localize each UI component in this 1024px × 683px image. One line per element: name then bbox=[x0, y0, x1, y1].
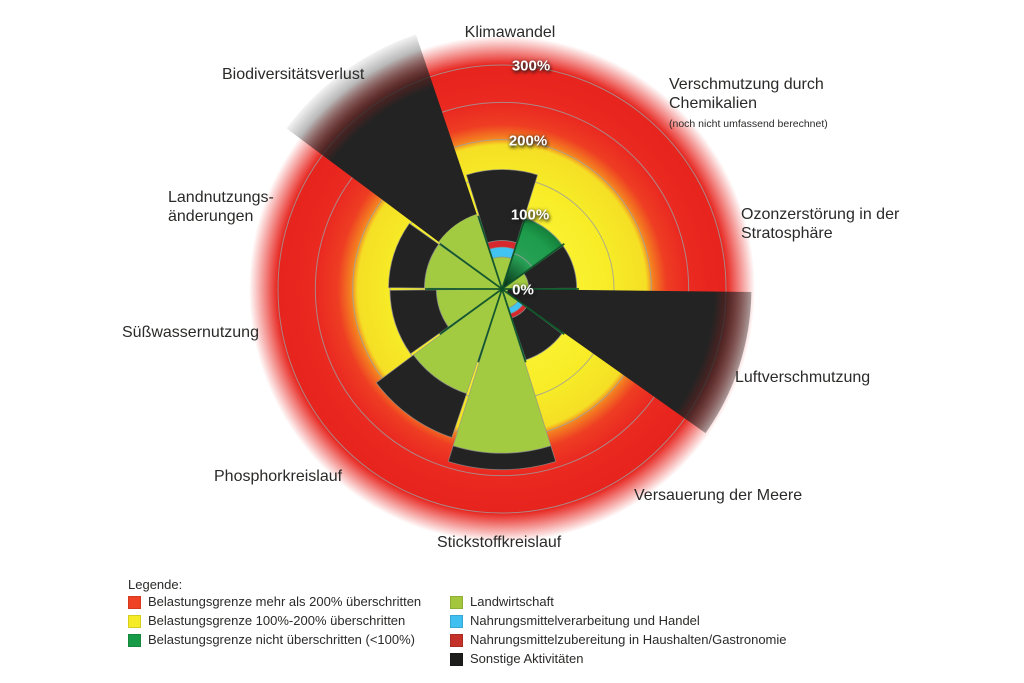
legend-label-zone-100-200: Belastungsgrenze 100%-200% überschritten bbox=[148, 613, 406, 628]
wedge-suesswasser-sa bbox=[389, 289, 449, 355]
label-stickstoffkreislauf: Stickstoffkreislauf bbox=[437, 533, 561, 552]
label-stickstoff-line: Stickstoffkreislauf bbox=[437, 534, 562, 551]
label-versauerung-line: Versauerung der Meere bbox=[634, 487, 803, 504]
wedge-stickstoff-sa bbox=[447, 445, 557, 471]
sector-wedges bbox=[286, 34, 752, 471]
legend-row-zubereitung: Nahrungsmittelzubereitung in Haushalten/… bbox=[450, 633, 787, 647]
legend-label-zubereitung: Nahrungsmittelzubereitung in Haushalten/… bbox=[470, 632, 787, 647]
label-landnutzungsaenderungen: Landnutzungs- änderungen bbox=[168, 188, 274, 226]
label-biodiversitaetsverlust: Biodiversitätsverlust bbox=[222, 65, 364, 84]
legend-swatch-zubereitung bbox=[450, 633, 463, 647]
wedge-landnutzung-sa bbox=[388, 222, 440, 289]
legend-activities-column: Landwirtschaft Nahrungsmittelverarbeitun… bbox=[450, 595, 787, 666]
wedge-biodiversitaet-sa bbox=[286, 34, 477, 242]
legend-label-verarbeitung: Nahrungsmittelverarbeitung und Handel bbox=[470, 613, 700, 628]
legend-heading: Legende: bbox=[128, 577, 183, 592]
wedge-phosphor-sa bbox=[375, 354, 468, 439]
legend: Legende: Belastungsgrenze mehr als 200% … bbox=[128, 577, 787, 666]
label-klimawandel: Klimawandel bbox=[462, 23, 558, 42]
wedge-ozon-sa bbox=[523, 245, 578, 290]
legend-label-zone-under100: Belastungsgrenze nicht überschritten (<1… bbox=[148, 632, 416, 647]
label-versauerung: Versauerung der Meere bbox=[634, 486, 802, 505]
legend-zones-column: Belastungsgrenze mehr als 200% überschri… bbox=[128, 595, 421, 647]
label-luftverschmutzung: Luftverschmutzung bbox=[735, 368, 870, 387]
legend-swatch-landwirtschaft bbox=[450, 595, 463, 609]
legend-label-zone-200plus: Belastungsgrenze mehr als 200% überschri… bbox=[148, 594, 422, 609]
ring-label-0: 0% bbox=[512, 281, 534, 299]
label-suesswasser-line: Süßwassernutzung bbox=[122, 324, 259, 341]
label-biodiversitaet-line: Biodiversitätsverlust bbox=[222, 66, 365, 83]
label-phosphor-line: Phosphorkreislauf bbox=[214, 468, 343, 485]
legend-row-sonstige: Sonstige Aktivitäten bbox=[450, 652, 787, 666]
label-suesswassernutzung: Süßwassernutzung bbox=[122, 323, 259, 342]
ring-label-100: 100% bbox=[510, 206, 550, 224]
label-landnutzung-line1: Landnutzungs- bbox=[168, 189, 274, 206]
label-chemikalien-note: (noch nicht umfassend berechnet) bbox=[669, 118, 828, 130]
sector-separators bbox=[425, 215, 579, 363]
ring-label-300: 300% bbox=[511, 57, 551, 75]
label-ozon-line2: Stratosphäre bbox=[741, 225, 833, 242]
legend-swatch-red-zone bbox=[128, 595, 141, 609]
label-chemikalien-line2: Chemikalien bbox=[669, 95, 758, 112]
legend-swatch-verarbeitung bbox=[450, 614, 463, 628]
legend-label-landwirtschaft: Landwirtschaft bbox=[470, 594, 554, 609]
legend-row-landwirtschaft: Landwirtschaft bbox=[450, 595, 787, 609]
label-landnutzung-line2: änderungen bbox=[168, 208, 254, 225]
wedge-luft-sa bbox=[506, 289, 752, 434]
label-klimawandel-line: Klimawandel bbox=[464, 24, 556, 41]
wedge-klimawandel-sa bbox=[465, 169, 539, 244]
wedge-klimawandel-vh bbox=[489, 246, 515, 259]
ring-label-200: 200% bbox=[508, 132, 548, 150]
legend-swatch-yellow-zone bbox=[128, 614, 141, 628]
wedge-versauerung-sa bbox=[511, 306, 563, 361]
label-ozon-line1: Ozonzerstörung in der bbox=[741, 206, 900, 223]
label-chemikalien: Verschmutzung durch Chemikalien (noch ni… bbox=[669, 75, 828, 130]
legend-row-zone-200plus: Belastungsgrenze mehr als 200% überschri… bbox=[128, 595, 421, 609]
label-ozonzerstoerung: Ozonzerstörung in der Stratosphäre bbox=[741, 205, 899, 243]
legend-swatch-green-zone bbox=[128, 633, 141, 647]
legend-row-verarbeitung: Nahrungsmittelverarbeitung und Handel bbox=[450, 614, 787, 628]
legend-label-sonstige: Sonstige Aktivitäten bbox=[470, 651, 584, 666]
legend-row-zone-100-200: Belastungsgrenze 100%-200% überschritten bbox=[128, 614, 421, 628]
legend-swatch-sonstige bbox=[450, 652, 463, 666]
label-phosphorkreislauf: Phosphorkreislauf bbox=[214, 467, 342, 486]
label-chemikalien-line1: Verschmutzung durch bbox=[669, 76, 824, 93]
label-luft-line: Luftverschmutzung bbox=[735, 369, 871, 386]
legend-row-zone-under100: Belastungsgrenze nicht überschritten (<1… bbox=[128, 633, 421, 647]
